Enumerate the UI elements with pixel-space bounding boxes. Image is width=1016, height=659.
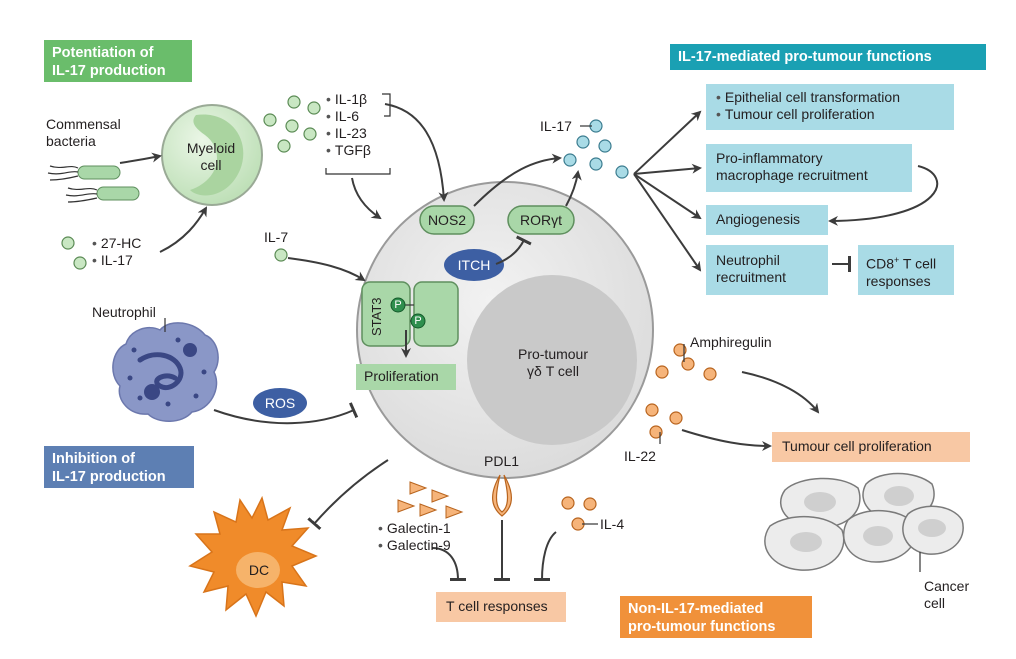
nos2-pill [419, 205, 475, 235]
il7-label: IL-7 [264, 229, 289, 245]
neutrophil-recruitment-box: Neutrophil recruitment [706, 245, 828, 295]
dendritic-cell [188, 495, 318, 618]
pro-tumour-header-text: IL-17-mediated pro-tumour functions [678, 49, 932, 65]
commensal-label: Commensal bacteria [46, 116, 121, 150]
nos2-label: NOS2 [427, 212, 467, 228]
cd8-box: CD8+ T cell responses [858, 245, 954, 295]
ros-label: ROS [264, 395, 296, 411]
gd-t-cell-nucleus [467, 275, 637, 445]
cd8-line-1: CD8+ T cell [866, 252, 946, 273]
myeloid-label: Myeloid cell [186, 140, 236, 174]
proliferation-box: Proliferation [356, 364, 456, 390]
cytokine-dots [61, 95, 321, 270]
il4-label: IL-4 [600, 516, 625, 532]
cytokine-il6: IL-6 [326, 108, 371, 125]
cd8-label: CD8 [866, 255, 895, 272]
amphiregulin-label: Amphiregulin [690, 334, 772, 350]
phospho-2-label: P [414, 315, 422, 327]
myeloid-line-1: Myeloid [186, 140, 236, 156]
angiogenesis-text: Angiogenesis [716, 211, 801, 227]
dc-label: DC [248, 562, 270, 578]
epithelial-line-1: Epithelial cell transformation [716, 89, 944, 106]
cancer-cell-line-1: Cancer [924, 578, 970, 594]
macrophage-line-2: macrophage recruitment [716, 167, 868, 183]
neutrophil-label: Neutrophil [92, 304, 156, 320]
t-cell-responses-text: T cell responses [446, 598, 548, 614]
tumour-proliferation-box: Tumour cell proliferation [772, 432, 970, 462]
cancer-cell-label: Cancer cell [924, 578, 969, 612]
galectin-9: Galectin-9 [378, 537, 451, 554]
gd-t-cell-body [356, 181, 654, 479]
cancer-cell-line-2: cell [924, 595, 946, 611]
itch-label: ITCH [457, 257, 491, 273]
non-il17-header: Non-IL-17-mediated pro-tumour functions [620, 596, 812, 638]
stat3-complex [361, 281, 459, 347]
gd-t-cell-line-1: Pro-tumour [517, 346, 589, 362]
cd8-t-cell: T cell [899, 255, 937, 272]
orange-dots [561, 343, 717, 531]
commensal-line-2: bacteria [46, 133, 96, 149]
angiogenesis-box: Angiogenesis [706, 205, 828, 235]
macrophage-line-1: Pro-inflammatory [716, 150, 823, 166]
phospho-1-label: P [394, 299, 402, 311]
itch-ellipse [444, 249, 504, 281]
potentiation-header-line-2: IL-17 production [52, 63, 166, 79]
il17-label: IL-17 [540, 118, 572, 134]
cytokine-il23: IL-23 [326, 125, 371, 142]
epithelial-line-2: Tumour cell proliferation [716, 106, 944, 123]
neutrophil-recruitment-line-1: Neutrophil [716, 252, 780, 268]
pdl1-receptor [492, 474, 512, 517]
neutrophil-recruitment-line-2: recruitment [716, 269, 787, 285]
gd-t-cell-line-2: γδ T cell [527, 363, 579, 379]
gd-t-cell-label: Pro-tumour γδ T cell [508, 346, 598, 380]
rorgt-label: RORγt [520, 212, 562, 228]
rorgt-pill [507, 205, 575, 235]
t-cell-responses-box: T cell responses [436, 592, 566, 622]
potentiation-header-line-1: Potentiation of [52, 45, 154, 61]
galectin-list: Galectin-1 Galectin-9 [378, 520, 451, 554]
cytokine-list: IL-1β IL-6 IL-23 TGFβ [326, 91, 371, 159]
inducer-list: 27-HC IL-17 [92, 235, 141, 269]
inducer-il17: IL-17 [92, 252, 141, 269]
il17-dots [563, 119, 629, 179]
tumour-proliferation-text: Tumour cell proliferation [782, 438, 932, 454]
cytokine-tgfb: TGFβ [326, 142, 371, 159]
myeloid-line-2: cell [200, 157, 222, 173]
cd8-superscript: + [894, 255, 900, 265]
non-il17-header-line-1: Non-IL-17-mediated [628, 601, 764, 617]
non-il17-header-line-2: pro-tumour functions [628, 619, 776, 635]
macrophage-box: Pro-inflammatory macrophage recruitment [706, 144, 912, 192]
stat3-label: STAT3 [369, 297, 384, 336]
inhibition-header-line-1: Inhibition of [52, 451, 135, 467]
ros-ellipse [253, 388, 307, 418]
leader-lines [580, 125, 685, 525]
proliferation-text: Proliferation [364, 368, 439, 384]
cytokine-il1b: IL-1β [326, 91, 371, 108]
pdl1-label: PDL1 [484, 453, 520, 469]
pro-tumour-header: IL-17-mediated pro-tumour functions [670, 44, 986, 70]
galectin-triangles [397, 481, 464, 519]
arrows [119, 103, 939, 451]
neutrophil-cell [112, 318, 219, 422]
inhibition-header: Inhibition of IL-17 production [44, 446, 194, 488]
inducer-27hc: 27-HC [92, 235, 141, 252]
myeloid-cell [161, 104, 263, 206]
il22-label: IL-22 [624, 448, 656, 464]
cd8-line-2: responses [866, 272, 931, 289]
epithelial-box: Epithelial cell transformation Tumour ce… [706, 84, 954, 130]
commensal-line-1: Commensal [46, 116, 121, 132]
inhibition-header-line-2: IL-17 production [52, 469, 166, 485]
cancer-cells [764, 472, 964, 572]
potentiation-header: Potentiation of IL-17 production [44, 40, 192, 82]
bacteria-icon [47, 165, 140, 203]
galectin-1: Galectin-1 [378, 520, 451, 537]
